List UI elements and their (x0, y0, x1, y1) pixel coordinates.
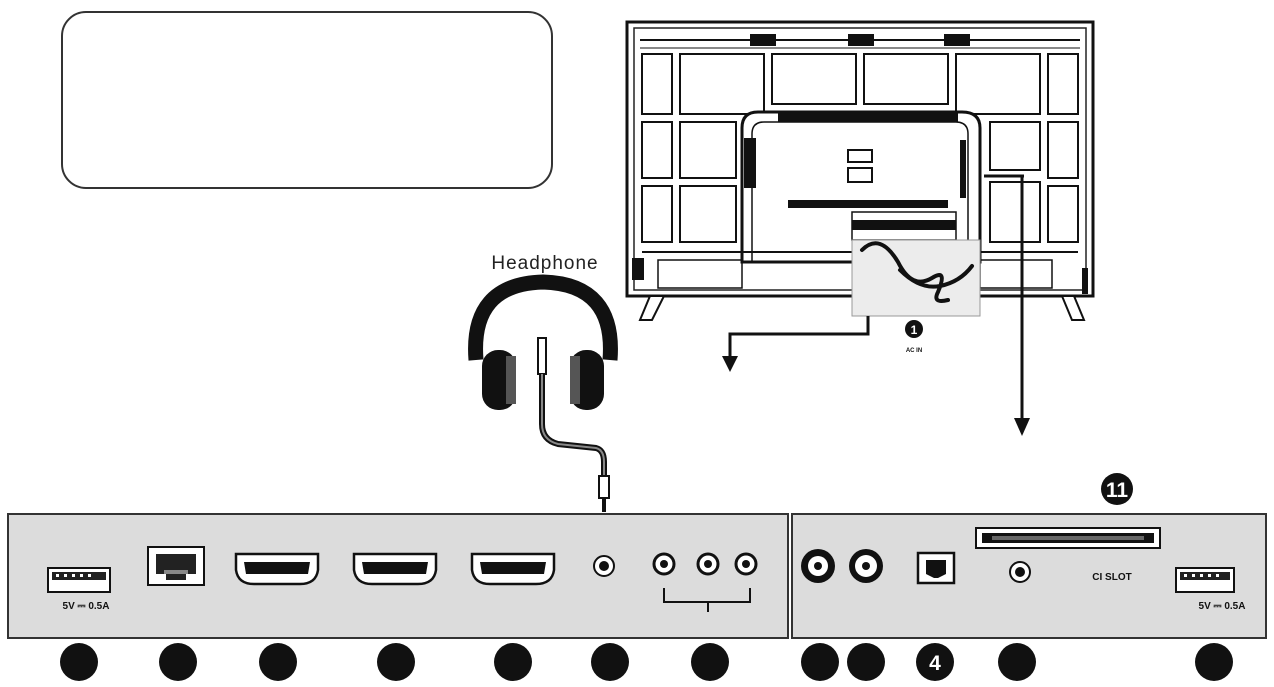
acin-marker (905, 320, 923, 338)
acin-label: AC IN (906, 348, 922, 354)
av-in-jacks (652, 552, 758, 612)
marker-hdmi-2 (377, 643, 415, 681)
hdmi-port-1 (234, 552, 320, 586)
marker-usb-right (1195, 643, 1233, 681)
tv-leg-left (638, 295, 666, 321)
usb-left-label: 5V ⎓ 0.5A (63, 601, 110, 612)
lan-port (147, 546, 205, 586)
headphone-icon (468, 274, 618, 410)
marker-hdmi-1 (259, 643, 297, 681)
marker-satellite (847, 643, 885, 681)
marker-optical (916, 643, 954, 681)
antenna-port (801, 549, 835, 583)
satellite-port (849, 549, 883, 583)
port-markers (60, 643, 1233, 681)
headphone-jack (593, 555, 615, 577)
marker-audio-jack (998, 643, 1036, 681)
audio-jack-right (1009, 561, 1031, 583)
tv-leg-right (1060, 295, 1086, 321)
usb-port-right (1175, 567, 1235, 593)
marker-hdmi-3 (494, 643, 532, 681)
marker-av (691, 643, 729, 681)
marker-lan (159, 643, 197, 681)
tv-rear-view (625, 20, 1095, 321)
marker-usb-left (60, 643, 98, 681)
usb-port-left (47, 567, 111, 593)
headphone-label: Headphone (491, 253, 598, 274)
arrow-left-panel (728, 316, 870, 358)
headphone-cable (537, 337, 610, 512)
ci-slot-marker (1101, 473, 1133, 505)
optical-number: 4 (929, 652, 941, 675)
acin-number: 1 (911, 323, 918, 337)
ci-slot-label: CI SLOT (1092, 572, 1131, 583)
marker-antenna (801, 643, 839, 681)
caption-box (61, 11, 553, 189)
hdmi-port-3 (470, 552, 556, 586)
marker-headphone (591, 643, 629, 681)
power-cord (860, 241, 974, 303)
optical-port (916, 551, 956, 585)
rear-grid (641, 53, 1079, 243)
hdmi-port-2 (352, 552, 438, 586)
ci-slot (975, 527, 1161, 549)
ci-slot-number: 11 (1106, 479, 1129, 502)
usb-right-label: 5V ⎓ 0.5A (1199, 601, 1246, 612)
